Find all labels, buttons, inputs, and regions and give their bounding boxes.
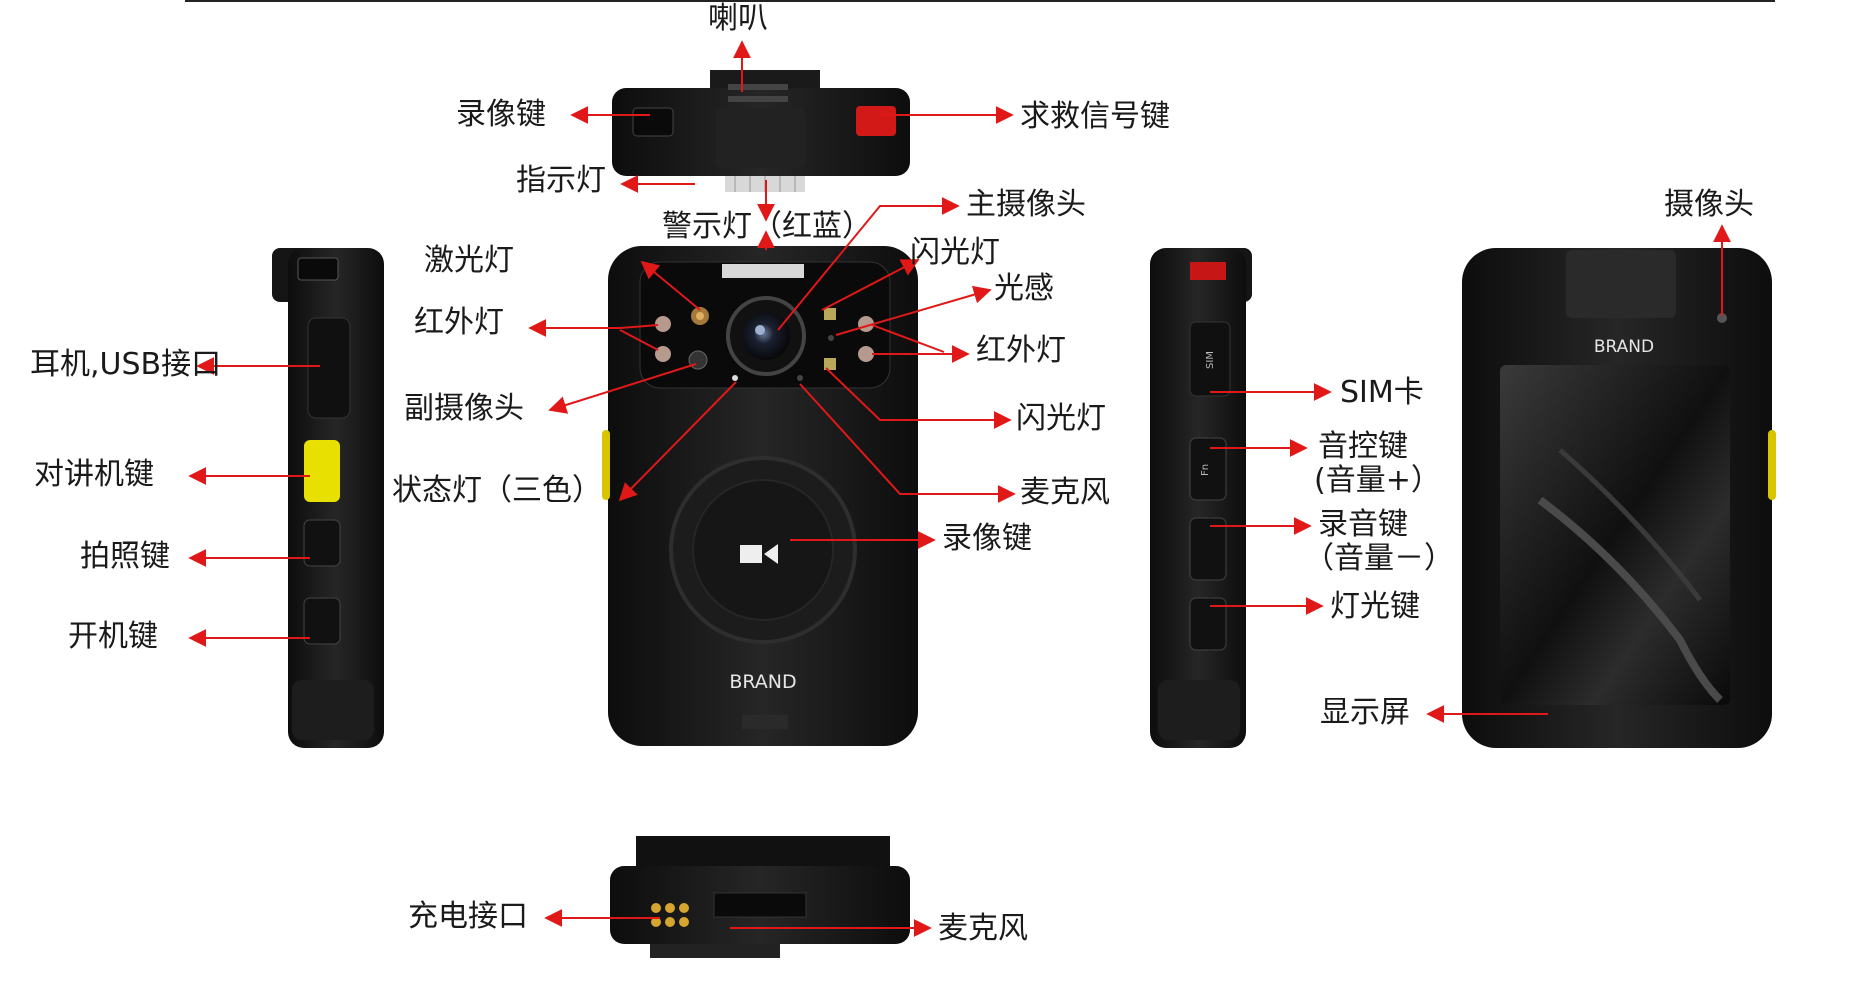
label-display: 显示屏: [1320, 695, 1410, 730]
label-microphone-bottom: 麦克风: [938, 911, 1028, 946]
top-rule: [185, 0, 1775, 2]
label-main-camera: 主摄像头: [966, 187, 1086, 222]
label-sos-key: 求救信号键: [1020, 99, 1170, 134]
front-view: [602, 246, 918, 746]
label-status-light: 状态灯（三色）: [392, 473, 602, 508]
label-power-key: 开机键: [68, 619, 158, 654]
label-sim-card: SIM卡: [1340, 375, 1424, 410]
label-earphone-usb: 耳机,USB接口: [30, 347, 222, 382]
label-voice-key-line2: (音量+）: [1314, 463, 1441, 498]
label-camera-back: 摄像头: [1664, 187, 1754, 222]
label-light-sensor: 光感: [994, 271, 1054, 306]
brand-front: BRAND: [729, 671, 796, 693]
brand-back: BRAND: [1594, 337, 1654, 357]
label-laser-light: 激光灯: [424, 243, 514, 278]
label-record-key-top: 录像键: [456, 97, 546, 132]
label-ir-light-left: 红外灯: [414, 305, 504, 340]
label-microphone-front: 麦克风: [1020, 475, 1110, 510]
label-sub-camera: 副摄像头: [404, 391, 524, 426]
label-ir-light-right: 红外灯: [976, 333, 1066, 368]
label-warning-light: 警示灯（红蓝）: [662, 209, 872, 244]
back-view: [1462, 248, 1776, 748]
label-charging-port: 充电接口: [408, 899, 528, 934]
label-record-key-front: 录像键: [942, 521, 1032, 556]
label-flash-light-bottom: 闪光灯: [1016, 401, 1106, 436]
top-view: [612, 70, 910, 192]
label-light-key: 灯光键: [1330, 589, 1420, 624]
sim-slot-mark: SIM: [1205, 351, 1216, 369]
right-side-view: [1150, 248, 1252, 748]
intercom-button-shape: [304, 440, 340, 502]
label-intercom-key: 对讲机键: [34, 457, 154, 492]
left-side-view: [272, 248, 384, 748]
bottom-view: [610, 836, 910, 958]
callout-arrows: [188, 40, 1731, 937]
label-photo-key: 拍照键: [80, 539, 170, 574]
label-voice-key-line1: 音控键: [1318, 429, 1408, 464]
label-indicator-light: 指示灯: [516, 163, 606, 198]
label-audio-key-line1: 录音键: [1318, 507, 1408, 542]
label-flash-light-top: 闪光灯: [910, 235, 1000, 270]
fn-key-mark: Fn: [1200, 464, 1211, 476]
label-audio-key-line2: （音量－）: [1304, 541, 1454, 576]
label-speaker: 喇叭: [708, 1, 768, 36]
sos-button-shape: [856, 106, 896, 136]
